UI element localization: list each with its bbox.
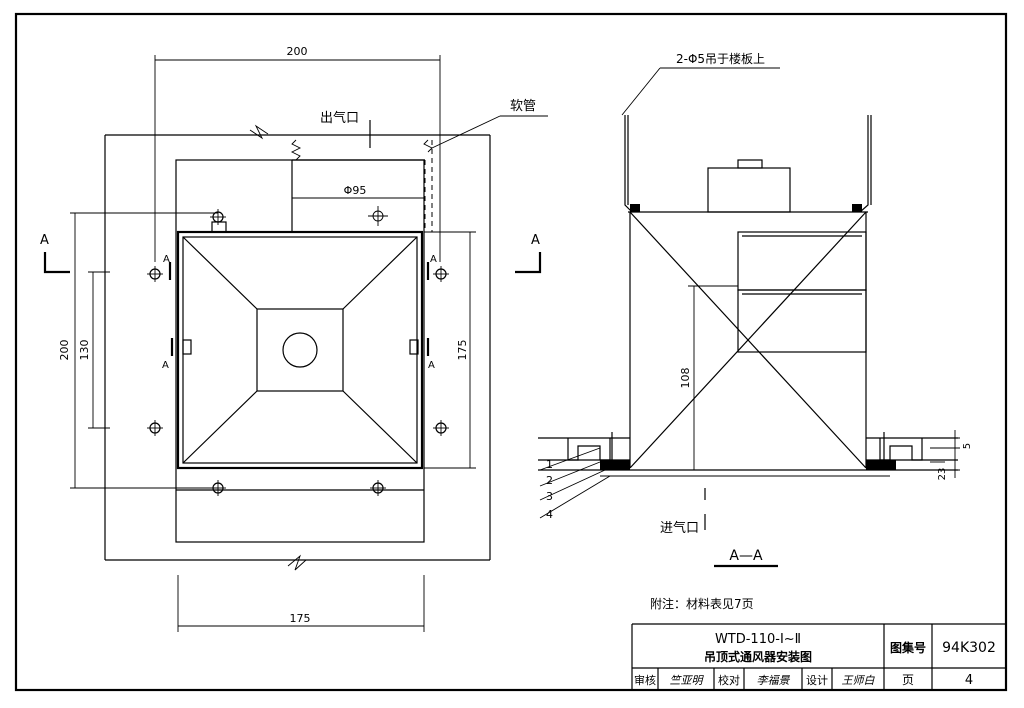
- part-2: 2: [546, 474, 553, 487]
- section-mark-left: A: [40, 233, 49, 248]
- tb-page-label: 页: [902, 673, 914, 687]
- plan-hose-label: 软管: [510, 99, 536, 114]
- tb-design-label: 设计: [806, 674, 828, 687]
- part-4: 4: [546, 508, 553, 521]
- tb-name: 吊顶式通风器安装图: [704, 649, 812, 664]
- plan-dim-left: 200: [58, 340, 71, 361]
- tb-check-label: 校对: [718, 673, 740, 687]
- section-view: 2-Φ5吊于楼板上 108: [538, 51, 973, 568]
- hanger-note: 2-Φ5吊于楼板上: [676, 51, 765, 66]
- tb-check-sig: 李福景: [757, 674, 791, 687]
- tb-model: WTD-110-Ⅰ~Ⅱ: [715, 632, 801, 647]
- inlet-label: 进气口: [660, 520, 699, 536]
- plan-dim-right: 175: [456, 340, 469, 361]
- section-title: A—A: [729, 548, 763, 564]
- plan-dim-inner-left: 130: [78, 340, 91, 361]
- section-dim-23: 23: [937, 468, 948, 481]
- part-3: 3: [546, 490, 553, 503]
- drawing-note: 附注：材料表见7页: [650, 596, 754, 611]
- section-dim-5: 5: [962, 443, 973, 449]
- tb-atlas-label: 图集号: [890, 640, 926, 655]
- plan-dim-bottom: 175: [290, 612, 311, 625]
- tb-design-sig: 王师白: [842, 674, 876, 687]
- section-mark-small-1: A: [163, 254, 170, 265]
- part-1: 1: [546, 458, 553, 471]
- plan-dim-top: 200: [287, 45, 308, 58]
- drawing-frame: [14, 12, 1008, 692]
- title-block: WTD-110-Ⅰ~Ⅱ 吊顶式通风器安装图 图集号 94K302 页 4 审核 …: [631, 623, 1006, 690]
- tb-review-sig: 竺亚明: [670, 674, 705, 687]
- section-mark-small-3: A: [162, 360, 169, 371]
- plan-outlet-label: 出气口: [320, 110, 359, 126]
- plan-view: 200 Φ95 出气口 软管 200 130 175 175 A A: [40, 45, 548, 632]
- section-mark-small-4: A: [428, 360, 435, 371]
- section-mark-small-2: A: [430, 254, 437, 265]
- tb-review-label: 审核: [634, 673, 656, 687]
- tb-atlas-no: 94K302: [942, 640, 996, 656]
- plan-dim-pipe: Φ95: [344, 184, 367, 197]
- section-dim-height: 108: [679, 368, 692, 389]
- section-mark-right: A: [531, 233, 540, 248]
- tb-page-no: 4: [965, 673, 973, 688]
